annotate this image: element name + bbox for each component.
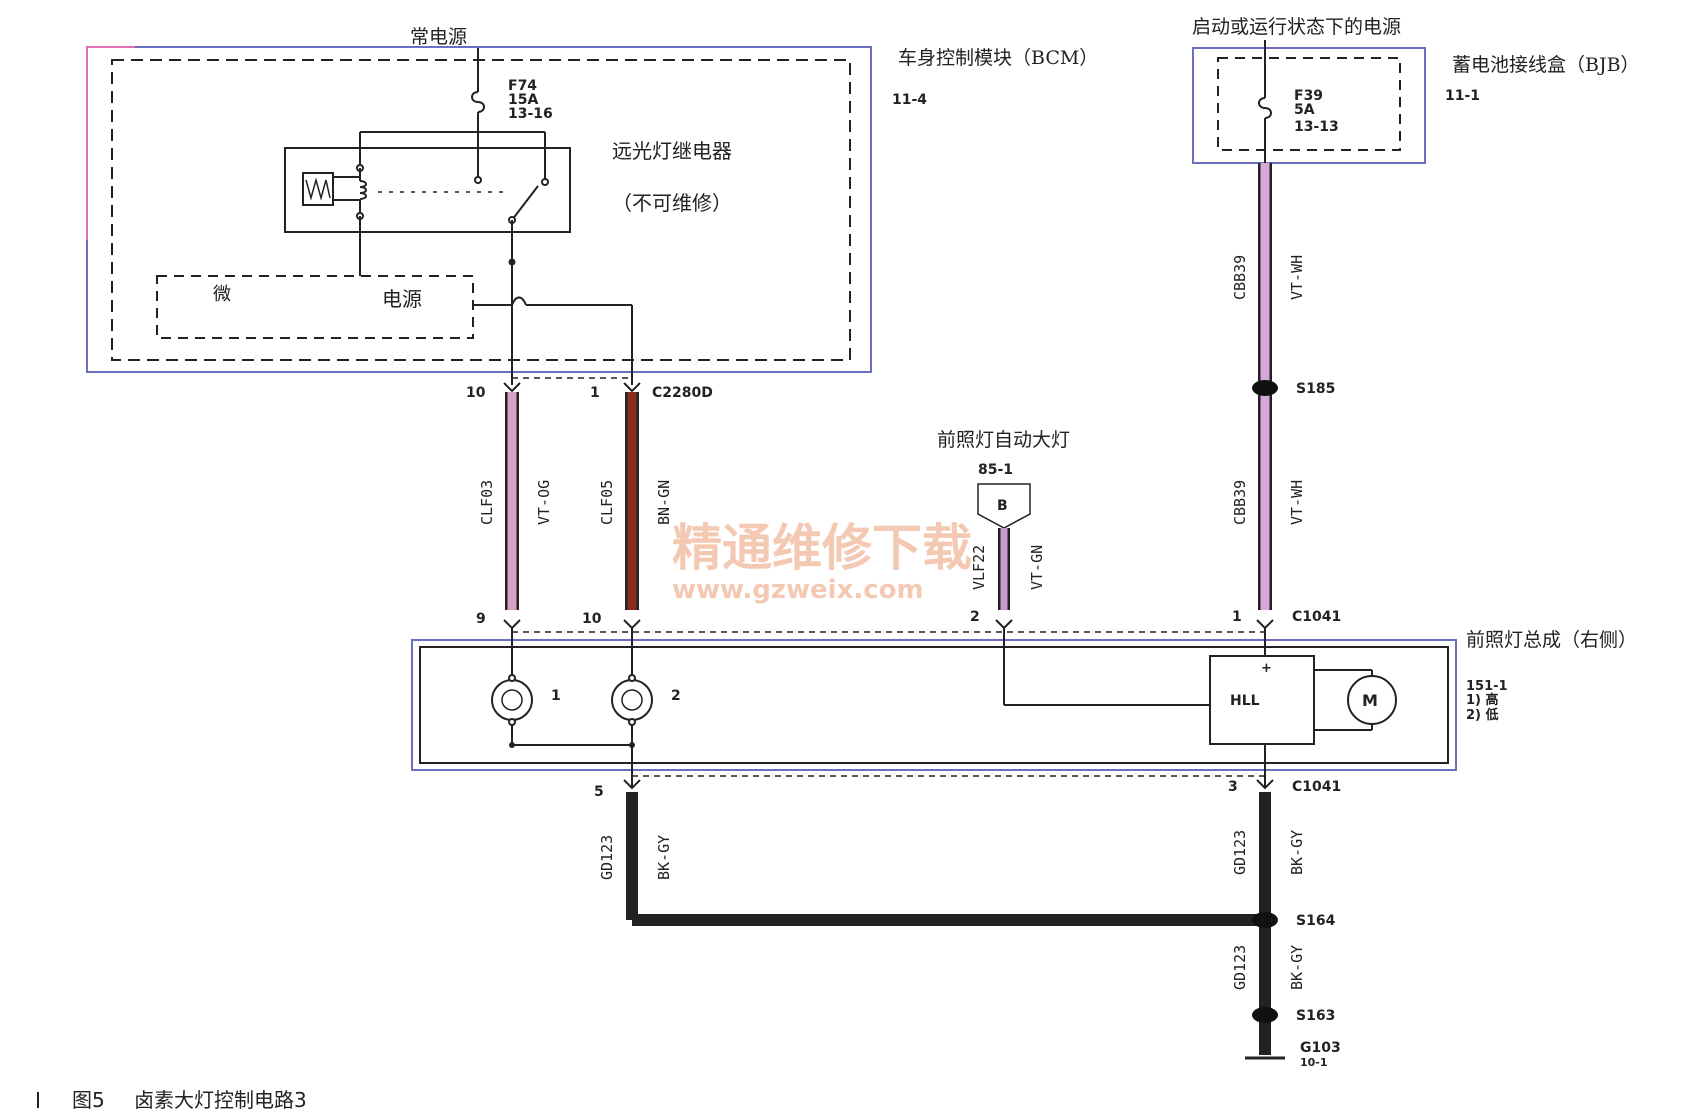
- hll-plus: +: [1261, 661, 1272, 676]
- fuse-f74-ref: 13-16: [508, 106, 553, 122]
- splice-s163-dot: [1252, 1007, 1278, 1023]
- fuse-f74-rating: 15A: [508, 92, 538, 108]
- headlamp-pin-3: 3: [1228, 779, 1238, 795]
- high-beam-bulb: [491, 674, 533, 726]
- low-beam-bulb: [611, 674, 653, 726]
- c1041-bottom-label: C1041: [1292, 779, 1341, 795]
- fuse-f39-ref: 13-13: [1294, 119, 1339, 135]
- ground-wire-lower-circuit: GD123: [1231, 945, 1249, 990]
- relay-name: 远光灯继电器: [612, 139, 732, 163]
- fuse-f74: [471, 48, 485, 184]
- hll-module: [1003, 628, 1315, 788]
- wire-clf03-circuit: CLF03: [478, 480, 496, 525]
- headlamp-legend-high: 1) 高: [1466, 692, 1499, 708]
- ground-wire-left-color: BK-GY: [655, 835, 673, 880]
- auto-lamp-title: 前照灯自动大灯: [937, 429, 1070, 451]
- bcm-title: 车身控制模块（BCM）: [898, 47, 1098, 69]
- wire-cbb39: [1252, 163, 1278, 610]
- headlamp-pin-1: 1: [1232, 609, 1242, 625]
- micro-power-box: [156, 275, 633, 385]
- auto-lamp-ref: 85-1: [978, 462, 1013, 478]
- caption-figure: 图5: [72, 1088, 105, 1112]
- bjb-title: 蓄电池接线盒（BJB）: [1452, 54, 1640, 76]
- ground-g103-ref: 10-1: [1300, 1056, 1328, 1069]
- headlamp-title: 前照灯总成（右侧）: [1466, 629, 1637, 651]
- ground-wire-upper-circuit: GD123: [1231, 830, 1249, 875]
- relay-note: （不可维修）: [612, 191, 732, 215]
- fuse-f39-rating: 5A: [1294, 102, 1315, 118]
- fuse-f39-name: F39: [1294, 88, 1323, 104]
- watermark-url: www.gzweix.com: [672, 575, 924, 605]
- ground-g103-label: G103: [1300, 1040, 1341, 1056]
- micro-label: 微: [213, 284, 231, 305]
- hll-label: HLL: [1230, 693, 1260, 709]
- wire-vlf22-circuit: VLF22: [970, 545, 988, 590]
- splice-s164-dot: [1252, 912, 1278, 928]
- wire-clf03-color: VT-OG: [535, 480, 553, 525]
- headlamp-legend-low: 2) 低: [1466, 707, 1499, 723]
- auto-lamp-tag: [977, 483, 1031, 529]
- bcm-ref: 11-4: [892, 92, 927, 108]
- high-beam-relay: [284, 131, 571, 276]
- bcm-module: [86, 46, 872, 373]
- splice-s163-label: S163: [1296, 1008, 1335, 1024]
- headlamp-assembly: [411, 619, 1457, 790]
- auto-lamp-pin-2: 2: [970, 609, 980, 625]
- ground-wire-upper-color: BK-GY: [1288, 830, 1306, 875]
- motor-label: M: [1362, 691, 1378, 710]
- fuse-f74-name: F74: [508, 78, 537, 94]
- caption-text: 卤素大灯控制电路3: [134, 1088, 307, 1112]
- wire-cbb39-circuit-lower: CBB39: [1231, 480, 1249, 525]
- connector-c2280d: [503, 377, 641, 393]
- ground-wire-left-circuit: GD123: [598, 835, 616, 880]
- headlamp-ref: 151-1: [1466, 679, 1508, 694]
- ground-wire-lower-color: BK-GY: [1288, 945, 1306, 990]
- bulb-2-label: 2: [671, 688, 681, 704]
- auto-lamp-tag-letter: B: [997, 498, 1008, 514]
- splice-s185-label: S185: [1296, 381, 1335, 397]
- start-run-power-label: 启动或运行状态下的电源: [1192, 16, 1401, 38]
- headlamp-pin-10: 10: [582, 611, 602, 627]
- constant-power-label: 常电源: [410, 26, 467, 48]
- c1041-top-label: C1041: [1292, 609, 1341, 625]
- bulb-1-label: 1: [551, 688, 561, 704]
- c2280d-label: C2280D: [652, 385, 713, 401]
- headlamp-pin-5: 5: [594, 784, 604, 800]
- bjb-ref: 11-1: [1445, 88, 1480, 104]
- watermark-title: 精通维修下载: [672, 519, 972, 577]
- wire-clf05-circuit: CLF05: [598, 480, 616, 525]
- splice-s185-dot: [1252, 380, 1278, 396]
- wire-vlf22-color: VT-GN: [1028, 545, 1046, 590]
- c2280d-pin-10: 10: [466, 385, 486, 401]
- splice-s164-label: S164: [1296, 913, 1336, 929]
- c2280d-pin-1: 1: [590, 385, 600, 401]
- wire-cbb39-color-upper: VT-WH: [1288, 255, 1306, 300]
- micro-power-label: 电源: [382, 287, 422, 311]
- wire-cbb39-color-lower: VT-WH: [1288, 480, 1306, 525]
- ground-wiring: [626, 792, 1285, 1060]
- leveling-motor: [1314, 669, 1397, 731]
- wire-cbb39-circuit-upper: CBB39: [1231, 255, 1249, 300]
- wire-clf05-color: BN-GN: [655, 480, 673, 525]
- headlamp-pin-9: 9: [476, 611, 486, 627]
- bjb-module: [1192, 40, 1426, 164]
